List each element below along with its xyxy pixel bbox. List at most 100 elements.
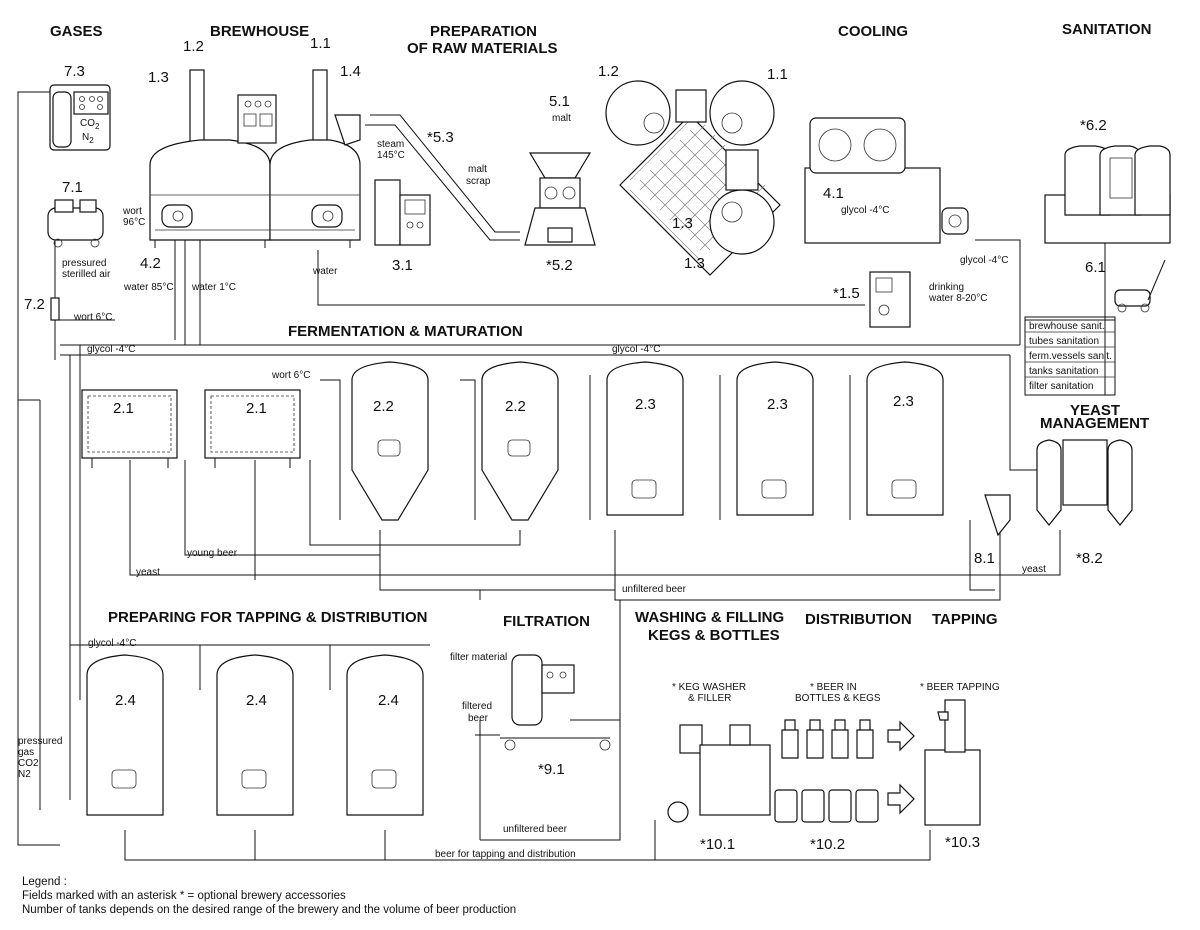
piping <box>17 91 1115 861</box>
label-steam: steam <box>377 139 404 150</box>
label-drinking-1: drinking <box>929 282 964 293</box>
label-beer-tapping: * BEER TAPPING <box>920 682 1000 693</box>
label-beer-in-1: * BEER IN <box>810 682 857 693</box>
legend-line-1: Fields marked with an asterisk * = optio… <box>22 890 346 902</box>
beer-tapping-10-3 <box>924 699 981 826</box>
id-steam-3-1: 3.1 <box>392 257 413 274</box>
id-mill-5-1: 5.1 <box>549 93 570 110</box>
bottles-and-kegs-10-2 <box>774 719 915 823</box>
title-washing-1: WASHING & FILLING <box>635 609 784 626</box>
cip-station-6-2 <box>1044 145 1171 244</box>
filter-9-1 <box>500 654 611 751</box>
title-preparation-1: PREPARATION <box>430 23 537 40</box>
id-top-1-2: 1.2 <box>598 63 619 80</box>
maturation-tanks-2-3 <box>606 361 944 516</box>
label-wort-6-left: wort 6°C <box>73 312 112 323</box>
line-labels: steam 145°C malt malt scrap wort 96°C pr… <box>18 113 1046 860</box>
keg-washer-10-1 <box>667 724 771 823</box>
brewhouse-top-view <box>605 80 781 276</box>
id-top-1-3b: 1.3 <box>684 255 705 272</box>
title-filtration: FILTRATION <box>503 613 590 630</box>
id-bh-1-3: 1.3 <box>148 69 169 86</box>
title-cooling: COOLING <box>838 23 908 40</box>
id-tank-2-1b: 2.1 <box>246 400 267 417</box>
label-unfiltered-top: unfiltered beer <box>622 584 687 595</box>
label-wort-1: wort <box>122 206 142 217</box>
label-filtered-2: beer <box>468 713 489 724</box>
id-mill-5-3: *5.3 <box>427 129 454 146</box>
label-pressured-gas-3: CO2 <box>18 758 39 769</box>
id-filter-9-1: *9.1 <box>538 761 565 778</box>
label-filtered-1: filtered <box>462 701 492 712</box>
id-gas-7-3: 7.3 <box>64 63 85 80</box>
cip-pump-6-1 <box>1114 259 1166 313</box>
id-hx-4-2: 4.2 <box>140 255 161 272</box>
steam-generator-3-1 <box>334 114 431 246</box>
id-tank-2-2a: 2.2 <box>373 398 394 415</box>
air-filter-7-2 <box>50 297 60 321</box>
label-yeast-right: yeast <box>1022 564 1046 575</box>
id-tank-2-4c: 2.4 <box>378 692 399 709</box>
open-fermenters-2-1 <box>81 389 301 468</box>
id-tapping-10-3: *10.3 <box>945 834 980 851</box>
label-wort-2: 96°C <box>123 217 145 228</box>
svg-text:CO2: CO2 <box>80 118 100 131</box>
serving-tanks-2-4 <box>86 654 424 816</box>
id-cool-4-1: 4.1 <box>823 185 844 202</box>
id-tank-2-3a: 2.3 <box>635 396 656 413</box>
title-gases: GASES <box>50 23 103 40</box>
label-pressured-2: sterilled air <box>62 269 111 280</box>
id-tank-2-4b: 2.4 <box>246 692 267 709</box>
id-gas-7-1: 7.1 <box>62 179 83 196</box>
id-tank-2-4a: 2.4 <box>115 692 136 709</box>
label-steam-temp: 145°C <box>377 150 405 161</box>
label-water: water <box>312 266 338 277</box>
label-water-85: water 85°C <box>123 282 174 293</box>
label-beer-in-2: BOTTLES & KEGS <box>795 693 881 704</box>
label-keg-washer-1: * KEG WASHER <box>672 682 746 693</box>
co2-label: CO <box>80 118 95 129</box>
sanitation-line-ferm-vessels: ferm.vessels sanit. <box>1029 351 1112 362</box>
label-wort-6-tanks: wort 6°C <box>271 370 310 381</box>
label-glycol-ferm-mid: glycol -4°C <box>612 344 660 355</box>
title-brewhouse: BREWHOUSE <box>210 23 309 40</box>
title-tapping: TAPPING <box>932 611 998 628</box>
co2-sub: 2 <box>95 122 100 131</box>
id-tank-2-2b: 2.2 <box>505 398 526 415</box>
title-yeast-1: YEAST <box>1070 402 1120 419</box>
label-filter-material: filter material <box>450 652 507 663</box>
label-pressured-gas-2: gas <box>18 747 34 758</box>
legend-line-2: Number of tanks depends on the desired r… <box>22 904 516 916</box>
label-malt: malt <box>552 113 571 124</box>
id-san-6-1: 6.1 <box>1085 259 1106 276</box>
label-pressured-1: pressured <box>62 258 106 269</box>
label-glycol-cooling: glycol -4°C <box>841 205 889 216</box>
sanitation-line-brewhouse: brewhouse sanit. <box>1029 321 1105 332</box>
equipment-ids: 1.2 1.1 1.3 1.4 7.3 7.1 7.2 5.1 *5.3 *5.… <box>24 35 1107 853</box>
legend: Legend : Fields marked with an asterisk … <box>22 876 516 916</box>
gas-cylinders-7-3: CO2 N2 <box>49 84 111 151</box>
id-bh-1-2: 1.2 <box>183 38 204 55</box>
sanitation-line-tubes: tubes sanitation <box>1029 336 1099 347</box>
title-tapping-prep: PREPARING FOR TAPPING & DISTRIBUTION <box>108 609 427 626</box>
legend-title: Legend : <box>22 876 67 888</box>
id-top-1-1: 1.1 <box>767 66 788 83</box>
label-glycol-right: glycol -4°C <box>960 255 1008 266</box>
id-bottles-10-2: *10.2 <box>810 836 845 853</box>
label-malt-scrap-2: scrap <box>466 176 491 187</box>
id-yeast-8-2: *8.2 <box>1076 550 1103 567</box>
cooling-unit-4-1 <box>804 117 969 244</box>
title-preparation-2: OF RAW MATERIALS <box>407 40 558 57</box>
title-sanitation: SANITATION <box>1062 21 1151 38</box>
label-glycol-ferm-left: glycol -4°C <box>87 344 135 355</box>
id-top-1-3a: 1.3 <box>672 215 693 232</box>
n2-label: N <box>82 132 89 143</box>
label-keg-washer-2: & FILLER <box>688 693 731 704</box>
n2-sub: 2 <box>89 136 94 145</box>
label-glycol-tap: glycol -4°C <box>88 638 136 649</box>
title-washing-2: KEGS & BOTTLES <box>648 627 780 644</box>
id-mill-5-2: *5.2 <box>546 257 573 274</box>
label-drinking-2: water 8-20°C <box>928 293 987 304</box>
label-malt-scrap-1: malt <box>468 164 487 175</box>
